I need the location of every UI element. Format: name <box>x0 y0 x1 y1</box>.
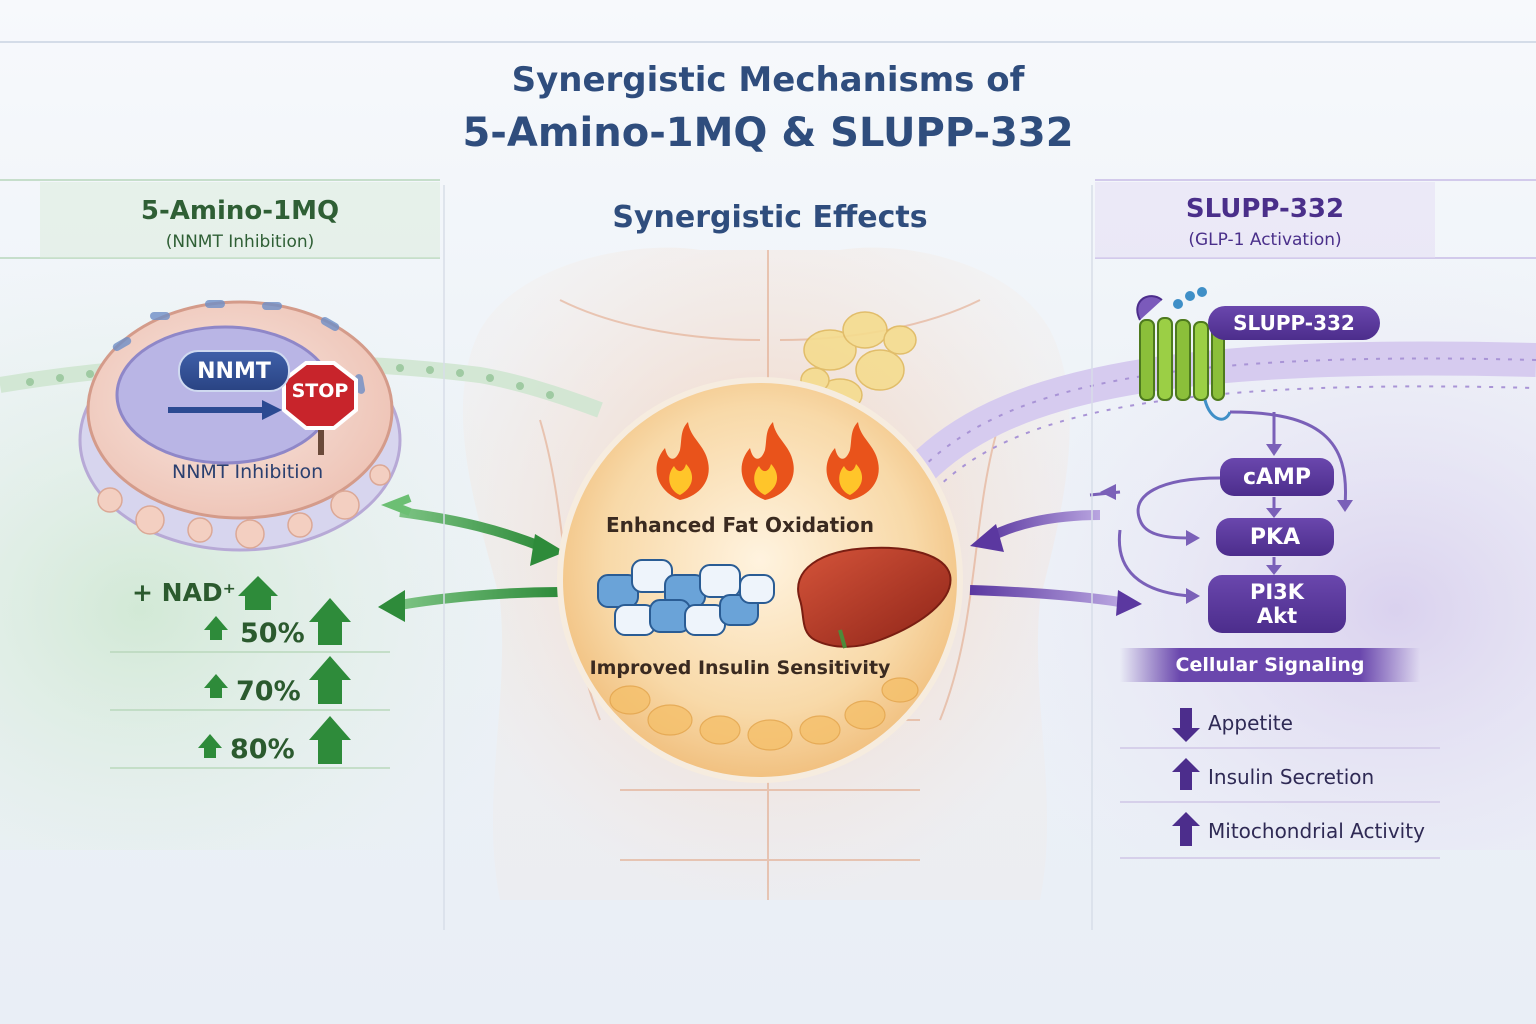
diagram-title-line1: Synergistic Mechanisms of <box>511 60 1025 100</box>
flame-icon <box>656 422 709 500</box>
right-heading: SLUPP-332 <box>1185 194 1345 224</box>
effect-mitochondrial-activity: Mitochondrial Activity <box>1208 819 1425 843</box>
diagram-title-line2: 5-Amino-1MQ & SLUPP-332 <box>462 110 1074 156</box>
increase-value: 50% <box>240 618 305 649</box>
liver-icon <box>797 546 952 649</box>
insulin-sensitivity-label: Improved Insulin Sensitivity <box>589 657 891 679</box>
nnmt-label: NNMT <box>178 350 290 392</box>
increase-value: 80% <box>230 734 295 765</box>
glp1-receptor-icon <box>1136 287 1232 421</box>
pka-node: PKA <box>1216 518 1334 556</box>
increase-value: 70% <box>236 676 301 707</box>
flame-icon <box>826 422 879 500</box>
left-heading: 5-Amino-1MQ <box>140 196 340 226</box>
effect-insulin-secretion: Insulin Secretion <box>1208 765 1375 789</box>
cellular-signaling-banner: Cellular Signaling <box>1120 648 1420 682</box>
nad-label: + NAD⁺ <box>132 578 236 607</box>
stop-sign-icon <box>282 361 358 455</box>
pi3k-akt-node: PI3K Akt <box>1208 575 1346 633</box>
effect-appetite: Appetite <box>1208 711 1293 735</box>
right-subheading: (GLP-1 Activation) <box>1188 230 1342 250</box>
nnmt-inhibition-label: NNMT Inhibition <box>172 461 324 483</box>
stop-sign-label: STOP <box>291 380 349 402</box>
up-arrow-icon <box>238 576 278 610</box>
fat-oxidation-label: Enhanced Fat Oxidation <box>605 513 875 537</box>
center-heading: Synergistic Effects <box>612 200 928 235</box>
flame-icon <box>741 422 794 500</box>
left-subheading: (NNMT Inhibition) <box>165 232 315 252</box>
pi3k-label: PI3K <box>1249 580 1305 604</box>
akt-label: Akt <box>1256 604 1298 628</box>
camp-node: cAMP <box>1220 458 1334 496</box>
slupp-ligand-label: SLUPP-332 <box>1208 306 1380 340</box>
